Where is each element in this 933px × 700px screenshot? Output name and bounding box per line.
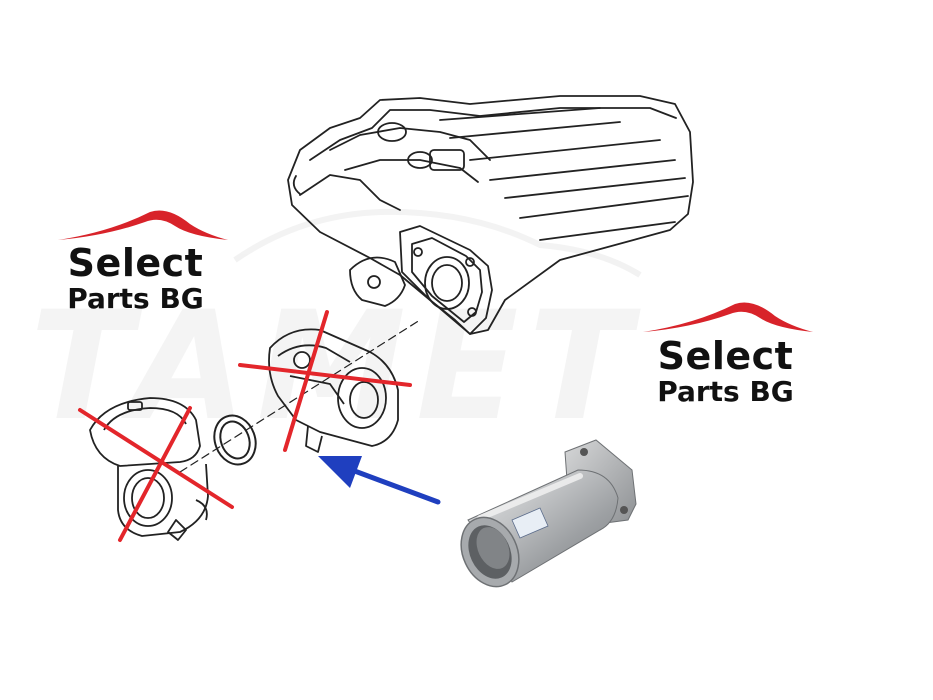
- logo-parts-text: Parts BG: [67, 282, 204, 315]
- intake-manifold-drawing: [179, 95, 694, 473]
- select-parts-logo-right: Select Parts BG: [638, 336, 813, 408]
- replacement-pipe-image: [460, 439, 637, 588]
- watermark-car-outline: [233, 208, 642, 278]
- throttle-housing-drawing: [268, 328, 399, 453]
- logo-select-text: Select: [67, 241, 204, 285]
- logo-parts-text: Parts BG: [657, 375, 794, 408]
- red-x-icon-throttle: [238, 310, 412, 452]
- gasket-ring-drawing: [213, 414, 257, 466]
- background-watermark: TAMET: [30, 208, 642, 454]
- egr-valve-drawing: [89, 397, 209, 541]
- select-parts-logo-left: Select Parts BG: [48, 243, 223, 315]
- logo-select-text: Select: [657, 334, 794, 378]
- arrow-left-icon: [318, 456, 441, 505]
- logo-roof-left: [58, 210, 228, 240]
- logo-roof-right: [643, 302, 813, 332]
- red-x-icon-egr: [78, 406, 234, 542]
- background-watermark-text: TAMET: [30, 280, 641, 454]
